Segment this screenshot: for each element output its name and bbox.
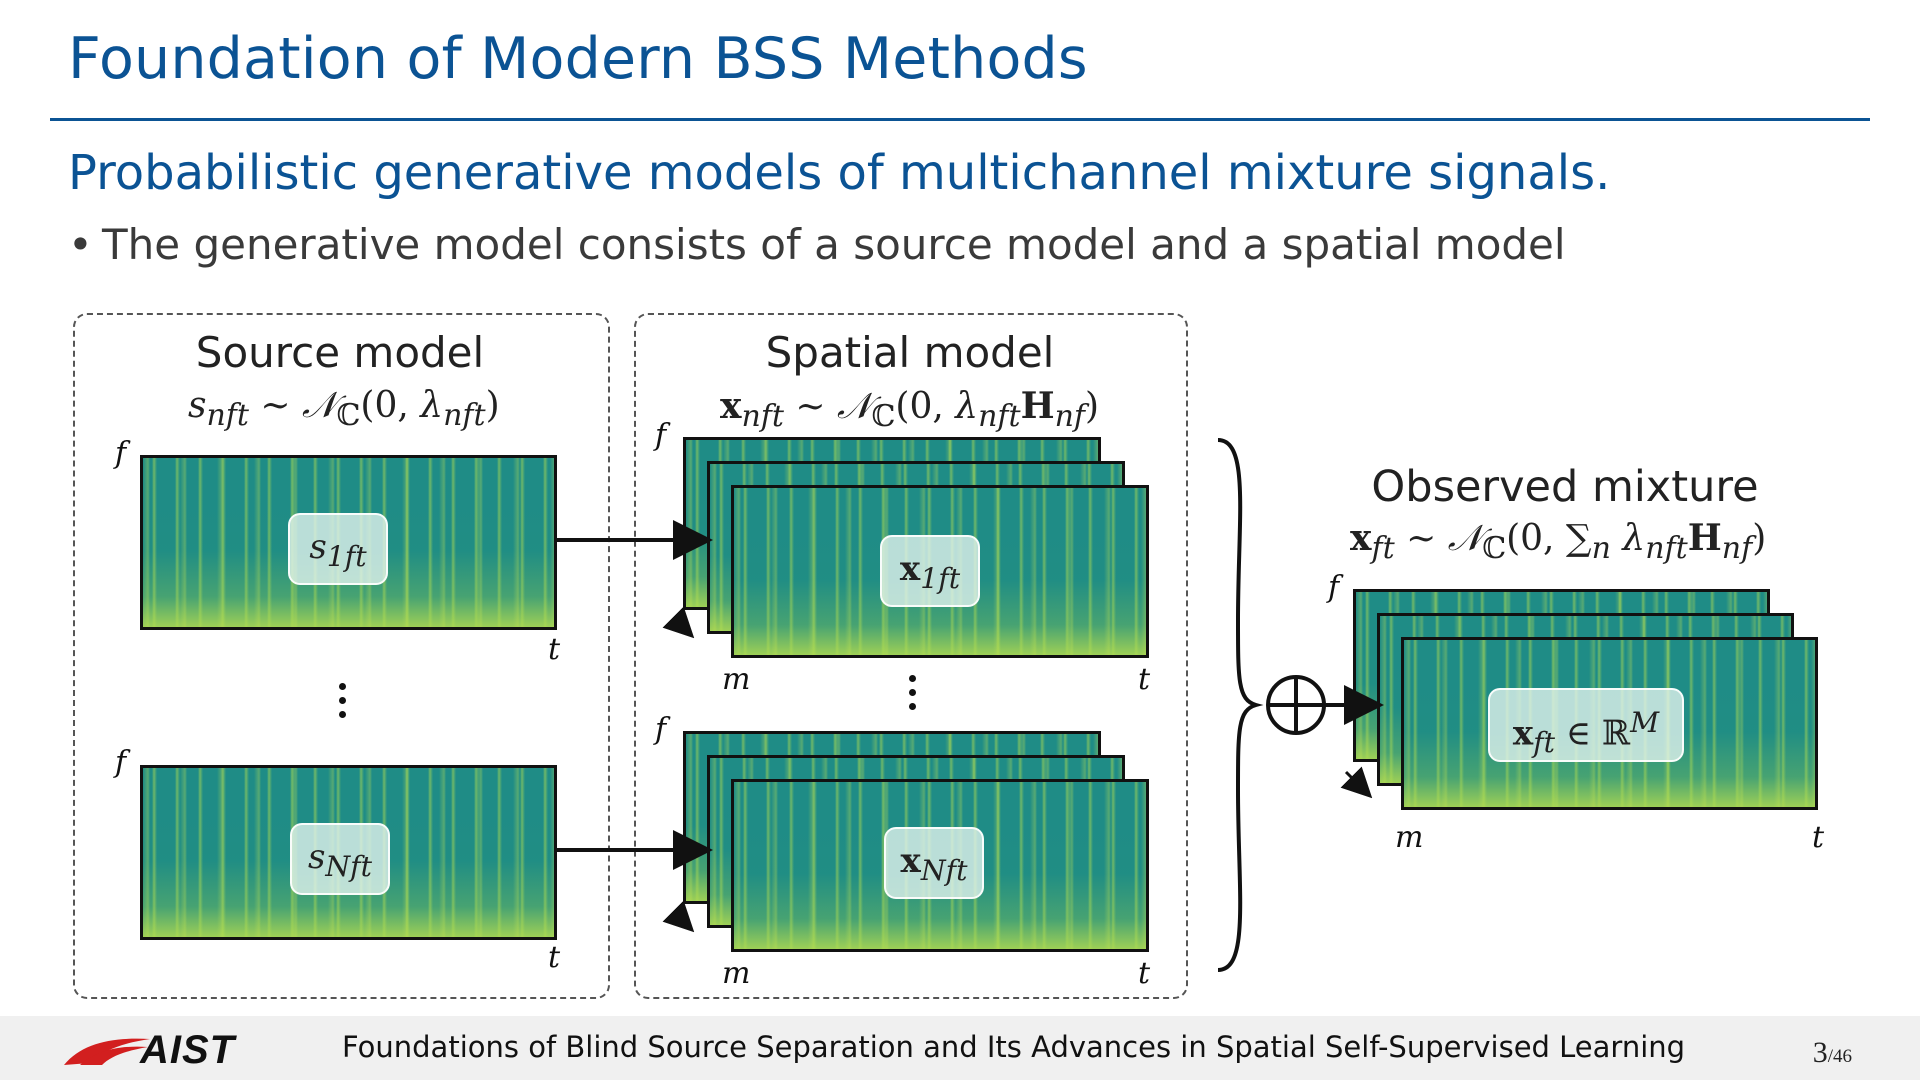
source-label-n: sNft [290, 823, 390, 895]
page-total: /46 [1827, 1046, 1852, 1067]
observed-axis-m: m [1395, 820, 1424, 855]
spatial-axis-m-bottom: m [722, 956, 751, 991]
footer-bar [0, 1016, 1920, 1080]
observed-axis-f: f [1328, 570, 1340, 605]
channel-arrow-observed [1340, 766, 1373, 799]
source-model-panel [73, 313, 610, 999]
spatial-model-panel [634, 313, 1188, 999]
source-model-heading: Source model [195, 328, 485, 377]
source-label-1: s1ft [288, 513, 388, 585]
observed-mixture-heading: Observed mixture [1371, 462, 1759, 512]
bullet-item: •The generative model consists of a sour… [68, 220, 1566, 269]
spatial-axis-t-bottom: t [1138, 956, 1151, 991]
footer-title: Foundations of Blind Source Separation a… [342, 1030, 1686, 1064]
source-axis-f-bottom: f [115, 745, 127, 780]
bullet-text: The generative model consists of a sourc… [102, 220, 1566, 269]
page-number: 3/46 [1813, 1036, 1852, 1070]
aist-logo: AIST [140, 1028, 236, 1072]
spatial-label-1: x1ft [880, 535, 980, 607]
source-vertical-ellipsis [339, 683, 347, 725]
spatial-spectrogram-1-ch3 [731, 485, 1149, 658]
spatial-model-heading: Spatial model [765, 328, 1055, 377]
observed-mixture-equation: xft ∼ 𝒩ℂ(0, ∑n λnftHnf) [1350, 517, 1767, 567]
spatial-axis-f-bottom: f [655, 712, 667, 747]
channel-arrow-spatial-top-tip [662, 606, 695, 639]
source-axis-t-top: t [548, 632, 561, 667]
spatial-axis-f-top: f [655, 418, 667, 453]
spatial-model-equation: xnft ∼ 𝒩ℂ(0, λnftHnf) [720, 385, 1100, 435]
slide-title: Foundation of Modern BSS Methods [68, 26, 1088, 92]
source-axis-f-top: f [115, 436, 127, 471]
spatial-axis-t-top: t [1138, 662, 1151, 697]
observed-axis-t: t [1812, 820, 1825, 855]
spatial-vertical-ellipsis [909, 675, 917, 717]
aist-logo-swoosh-icon [64, 1038, 150, 1065]
summation-brace [1217, 438, 1264, 972]
channel-arrow-spatial-bottom [662, 900, 695, 933]
spatial-axis-m-top: m [722, 662, 751, 697]
spatial-label-n: xNft [884, 827, 984, 899]
title-divider [50, 118, 1870, 121]
slide-subtitle: Probabilistic generative models of multi… [68, 145, 1611, 201]
source-model-equation: snft ∼ 𝒩ℂ(0, λnft) [188, 385, 500, 434]
source-axis-t-bottom: t [548, 940, 561, 975]
page-current: 3 [1812, 1036, 1828, 1069]
observed-label: xft ∈ ℝM [1488, 688, 1684, 762]
